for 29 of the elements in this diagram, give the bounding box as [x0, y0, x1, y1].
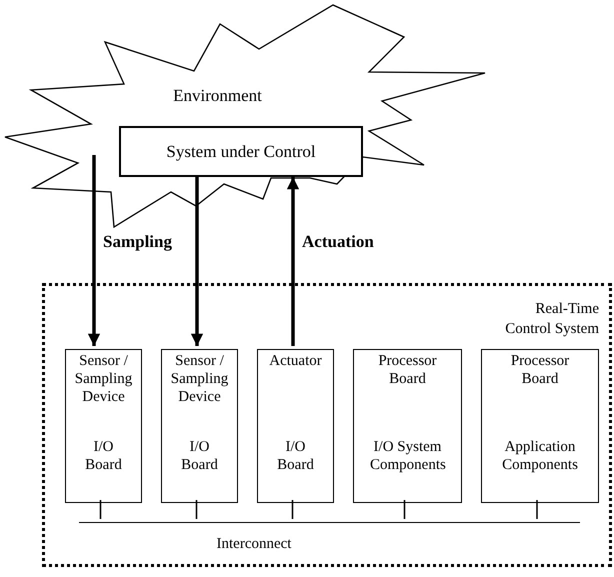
board-label: Application Components [501, 438, 579, 474]
board-label: I/O Board [84, 438, 123, 474]
connector-line [292, 500, 294, 519]
connector-line [100, 500, 102, 519]
connector-line [536, 500, 538, 519]
arrow [190, 177, 204, 346]
arrow [88, 155, 100, 346]
bus-label: Interconnect [216, 535, 292, 553]
arrow [286, 177, 300, 346]
edge-label: Sampling [103, 233, 172, 252]
board-box [353, 349, 462, 503]
frame-label: Real-Time Control System [504, 300, 599, 338]
board-label: I/O Board [180, 438, 219, 474]
board-heading: Sensor / Sampling Device [170, 352, 230, 406]
board-heading: Actuator [268, 352, 323, 370]
cloud-label: Environment [172, 86, 263, 106]
system-frame [42, 283, 612, 567]
system-box: System under Control [119, 126, 363, 177]
board-heading: Processor Board [377, 352, 438, 388]
board-heading: Sensor / Sampling Device [74, 352, 134, 406]
board-box [257, 349, 334, 503]
board-heading: Processor Board [510, 352, 570, 388]
board-label: I/O System Components [369, 438, 447, 474]
board-box [65, 349, 142, 503]
connector-line [404, 500, 406, 519]
board-box [161, 349, 238, 503]
connector-line [196, 500, 198, 519]
board-box [481, 349, 599, 503]
board-label: I/O Board [276, 438, 315, 474]
